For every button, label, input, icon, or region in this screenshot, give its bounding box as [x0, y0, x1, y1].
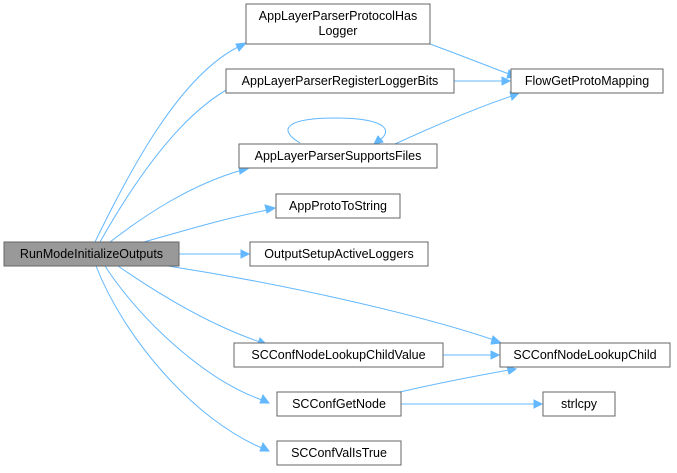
- edge-lookup-child-value-to-lookup-child-arrow: [490, 350, 501, 360]
- edge-root-to-lookup-child-arrow: [490, 335, 503, 345]
- edge-supports-files-self-loop-arrow: [373, 135, 384, 145]
- edge-supports-files-self-loop: [287, 117, 386, 144]
- node-label: AppProtoToString: [289, 199, 387, 213]
- edge-root-to-lookup-child-value: [117, 265, 261, 343]
- edge-root-to-lookup-child: [167, 265, 495, 341]
- edge-root-to-has-logger: [94, 45, 241, 243]
- node-sc-conf-val-is-true[interactable]: SCConfValIsTrue: [276, 440, 402, 466]
- node-run-mode-initialize-outputs[interactable]: RunModeInitializeOutputs: [3, 241, 180, 267]
- node-label: SCConfGetNode: [292, 397, 386, 411]
- node-flow-get-proto-mapping[interactable]: FlowGetProtoMapping: [510, 68, 664, 94]
- node-strlcpy[interactable]: strlcpy: [542, 391, 616, 417]
- node-label-line-1: AppLayerParserProtocolHas: [259, 9, 417, 23]
- node-output-setup-active-loggers[interactable]: OutputSetupActiveLoggers: [249, 241, 429, 267]
- edge-root-to-output-setup-arrow: [240, 249, 251, 259]
- edge-root-to-supports-files: [109, 169, 243, 243]
- edge-root-to-register-logger-bits: [99, 87, 231, 243]
- node-app-layer-parser-supports-files[interactable]: AppLayerParserSupportsFiles: [238, 143, 438, 169]
- node-label: SCConfNodeLookupChildValue: [251, 348, 425, 362]
- node-label: AppLayerParserRegisterLoggerBits: [242, 74, 439, 88]
- node-app-layer-parser-protocol-has-logger[interactable]: AppLayerParserProtocolHas Logger: [245, 3, 431, 45]
- edge-root-to-val-is-true-arrow: [259, 441, 270, 452]
- edge-root-to-app-proto-to-string: [139, 209, 269, 244]
- node-label: AppLayerParserSupportsFiles: [255, 149, 422, 163]
- edge-root-to-app-proto-to-string-arrow: [264, 204, 277, 214]
- edge-root-to-has-logger-arrow: [235, 42, 248, 52]
- node-sc-conf-node-lookup-child[interactable]: SCConfNodeLookupChild: [499, 342, 671, 368]
- edge-register-logger-bits-to-flow-get-proto-mapping-arrow: [501, 76, 512, 86]
- node-label: OutputSetupActiveLoggers: [264, 247, 413, 261]
- edge-get-node-to-lookup-child: [399, 369, 510, 393]
- node-label: RunModeInitializeOutputs: [20, 247, 163, 261]
- node-label: FlowGetProtoMapping: [525, 74, 649, 88]
- node-app-layer-parser-register-logger-bits[interactable]: AppLayerParserRegisterLoggerBits: [225, 68, 455, 94]
- edge-get-node-to-strlcpy-arrow: [533, 399, 544, 409]
- node-label: SCConfValIsTrue: [291, 446, 387, 460]
- edge-root-to-get-node: [104, 265, 263, 401]
- nodes: RunModeInitializeOutputs AppLayerParserP…: [3, 3, 671, 466]
- edge-supports-files-to-flow-get-proto-mapping: [394, 95, 513, 145]
- node-app-proto-to-string[interactable]: AppProtoToString: [275, 193, 401, 219]
- node-label-line-2: Logger: [319, 24, 358, 38]
- edge-has-logger-to-flow-get-proto-mapping: [429, 43, 510, 75]
- edge-root-to-get-node-arrow: [259, 393, 270, 404]
- node-label: strlcpy: [561, 397, 598, 411]
- node-sc-conf-node-lookup-child-value[interactable]: SCConfNodeLookupChildValue: [233, 342, 444, 368]
- edge-root-to-val-is-true: [95, 265, 263, 449]
- node-label: SCConfNodeLookupChild: [513, 348, 656, 362]
- node-sc-conf-get-node[interactable]: SCConfGetNode: [276, 391, 402, 417]
